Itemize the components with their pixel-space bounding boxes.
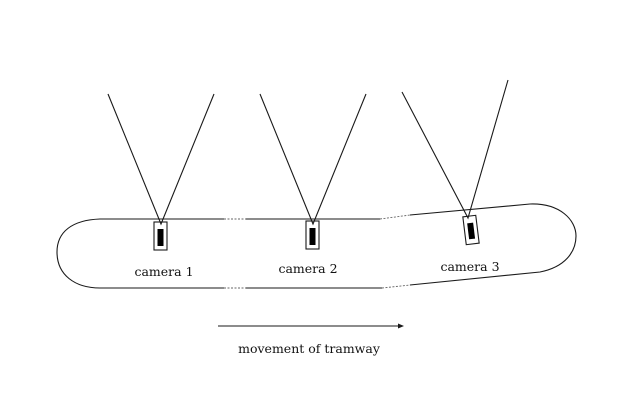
camera-1-icon [157, 229, 164, 246]
camera-2-label: camera 2 [278, 261, 337, 276]
tramway-joint-2 [379, 214, 411, 289]
movement-indicator: movement of tramway [218, 323, 404, 356]
camera-3-label: camera 3 [440, 259, 499, 274]
camera-2-view-cone [259, 93, 367, 226]
tramway-outline [56, 203, 577, 289]
camera-1: camera 1 [107, 93, 215, 279]
camera-3-mount [462, 214, 480, 246]
tramway-section-2 [246, 218, 382, 289]
camera-2-mount [305, 220, 320, 250]
camera-1-label: camera 1 [134, 264, 193, 279]
movement-label: movement of tramway [238, 341, 381, 356]
camera-2: camera 2 [259, 93, 367, 276]
tramway-section-1 [56, 218, 224, 289]
camera-3-view-cone [401, 79, 509, 220]
camera-1-view-cone [107, 93, 215, 226]
camera-3: camera 3 [401, 79, 509, 274]
arrow-head-icon [398, 323, 404, 329]
tramway-joint-1 [224, 218, 246, 289]
camera-3-icon [467, 222, 476, 240]
camera-1-mount [153, 221, 168, 251]
camera-2-icon [309, 228, 316, 245]
tramway-section-3 [409, 203, 577, 286]
